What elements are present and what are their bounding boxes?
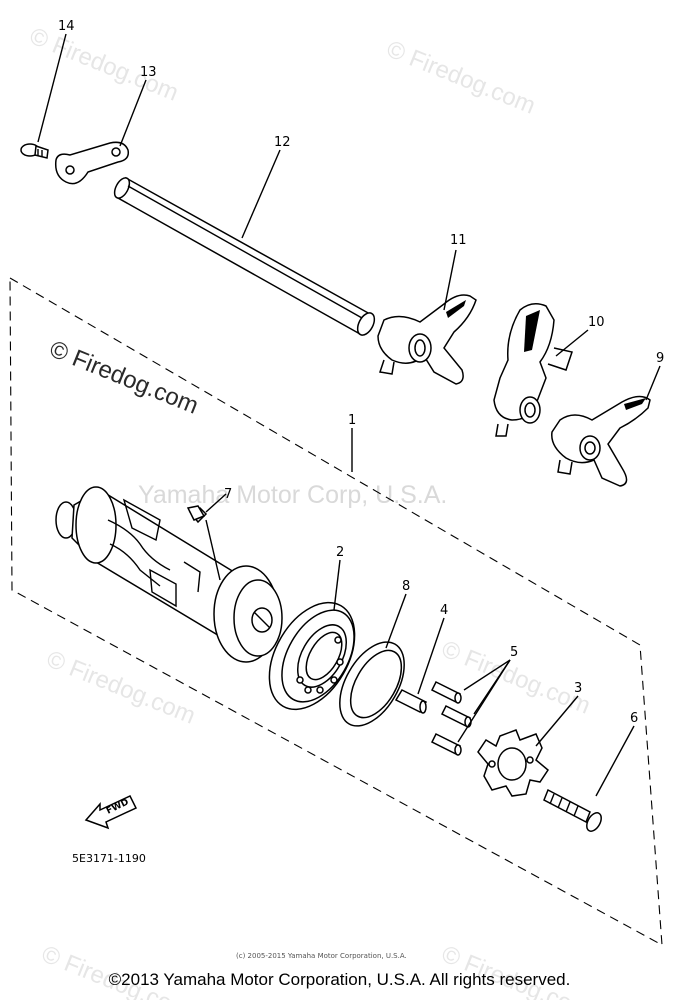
part-label: 10	[588, 315, 605, 330]
shift-fork-11	[377, 294, 477, 385]
part-label: 7	[224, 487, 232, 502]
assembly-boundary	[9, 277, 663, 946]
shift-fork-10	[493, 303, 573, 437]
watermark-firedog: © Firedog.com	[46, 336, 202, 420]
part-label: 14	[58, 19, 75, 34]
shift-drum-1	[55, 486, 283, 663]
fwd-arrow-icon: FWD	[84, 795, 138, 830]
part-label: 8	[402, 579, 410, 594]
pin-4	[394, 689, 428, 714]
part-label: 2	[336, 545, 344, 560]
copyright-footer: ©2013 Yamaha Motor Corporation, U.S.A. A…	[108, 970, 571, 989]
bearing-2	[268, 601, 356, 711]
watermark-yamaha: Yamaha Motor Corp, U.S.A.	[138, 481, 447, 509]
watermark-firedog: © Firedog.com	[43, 646, 199, 730]
shift-fork-9	[551, 395, 651, 487]
leader-lines	[37, 33, 661, 797]
drawing-number: 5E3171-1190	[72, 852, 146, 865]
screw-6	[543, 788, 602, 832]
part-label: 11	[450, 233, 467, 248]
part-label: 9	[656, 351, 664, 366]
part-label: 12	[274, 135, 291, 150]
part-label: 5	[510, 645, 518, 660]
part-label: 13	[140, 65, 157, 80]
pin-7	[186, 505, 206, 521]
plate-13	[54, 141, 130, 185]
part-label: 1	[348, 413, 356, 428]
shaft-12	[113, 176, 376, 336]
segment-3	[477, 729, 549, 797]
part-label: 4	[440, 603, 448, 618]
watermark-firedog: © Firedog.com	[383, 36, 539, 120]
bolt-14	[20, 143, 49, 159]
part-label: 6	[630, 711, 638, 726]
part-label: 3	[574, 681, 582, 696]
watermark-firedog: © Firedog.com	[26, 23, 182, 107]
ring-8	[339, 641, 405, 727]
pins-5	[430, 680, 472, 756]
small-copyright: (c) 2005-2015 Yamaha Motor Corporation, …	[236, 952, 407, 960]
